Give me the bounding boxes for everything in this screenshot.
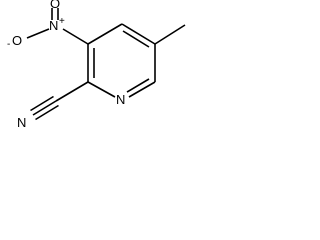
bond-nitrile-triple-3 [35,104,59,121]
bond-c3-nitro [62,28,89,45]
bond-c4-c5-inner [122,30,150,48]
bond-c6-n1 [128,81,156,98]
nitro-nitrogen-charge: + [59,16,65,27]
nitro-oxygen-left-charge: - [7,39,10,50]
bond-c6-n1-inner [126,78,150,93]
nitro-oxygen-top-label: O [50,0,60,11]
bond-c4-c5 [121,23,156,45]
bond-nitro-o-left [26,28,50,39]
bond-c3-c4 [87,23,123,45]
bond-c2-nitrile-carbon [55,81,89,102]
nitro-nitrogen-label: N [49,18,58,33]
bond-c5-methyl [154,24,186,45]
nitro-oxygen-left-label: O [12,33,22,48]
nitrile-nitrogen-label: N [17,115,26,130]
ring-nitrogen-label: N [116,92,125,107]
bond-nitrile-triple-1 [30,95,54,112]
chemical-structure: N N N + O O - [7,0,186,130]
bond-n1-c2 [87,81,116,98]
bond-nitrile-triple-2 [32,100,57,116]
